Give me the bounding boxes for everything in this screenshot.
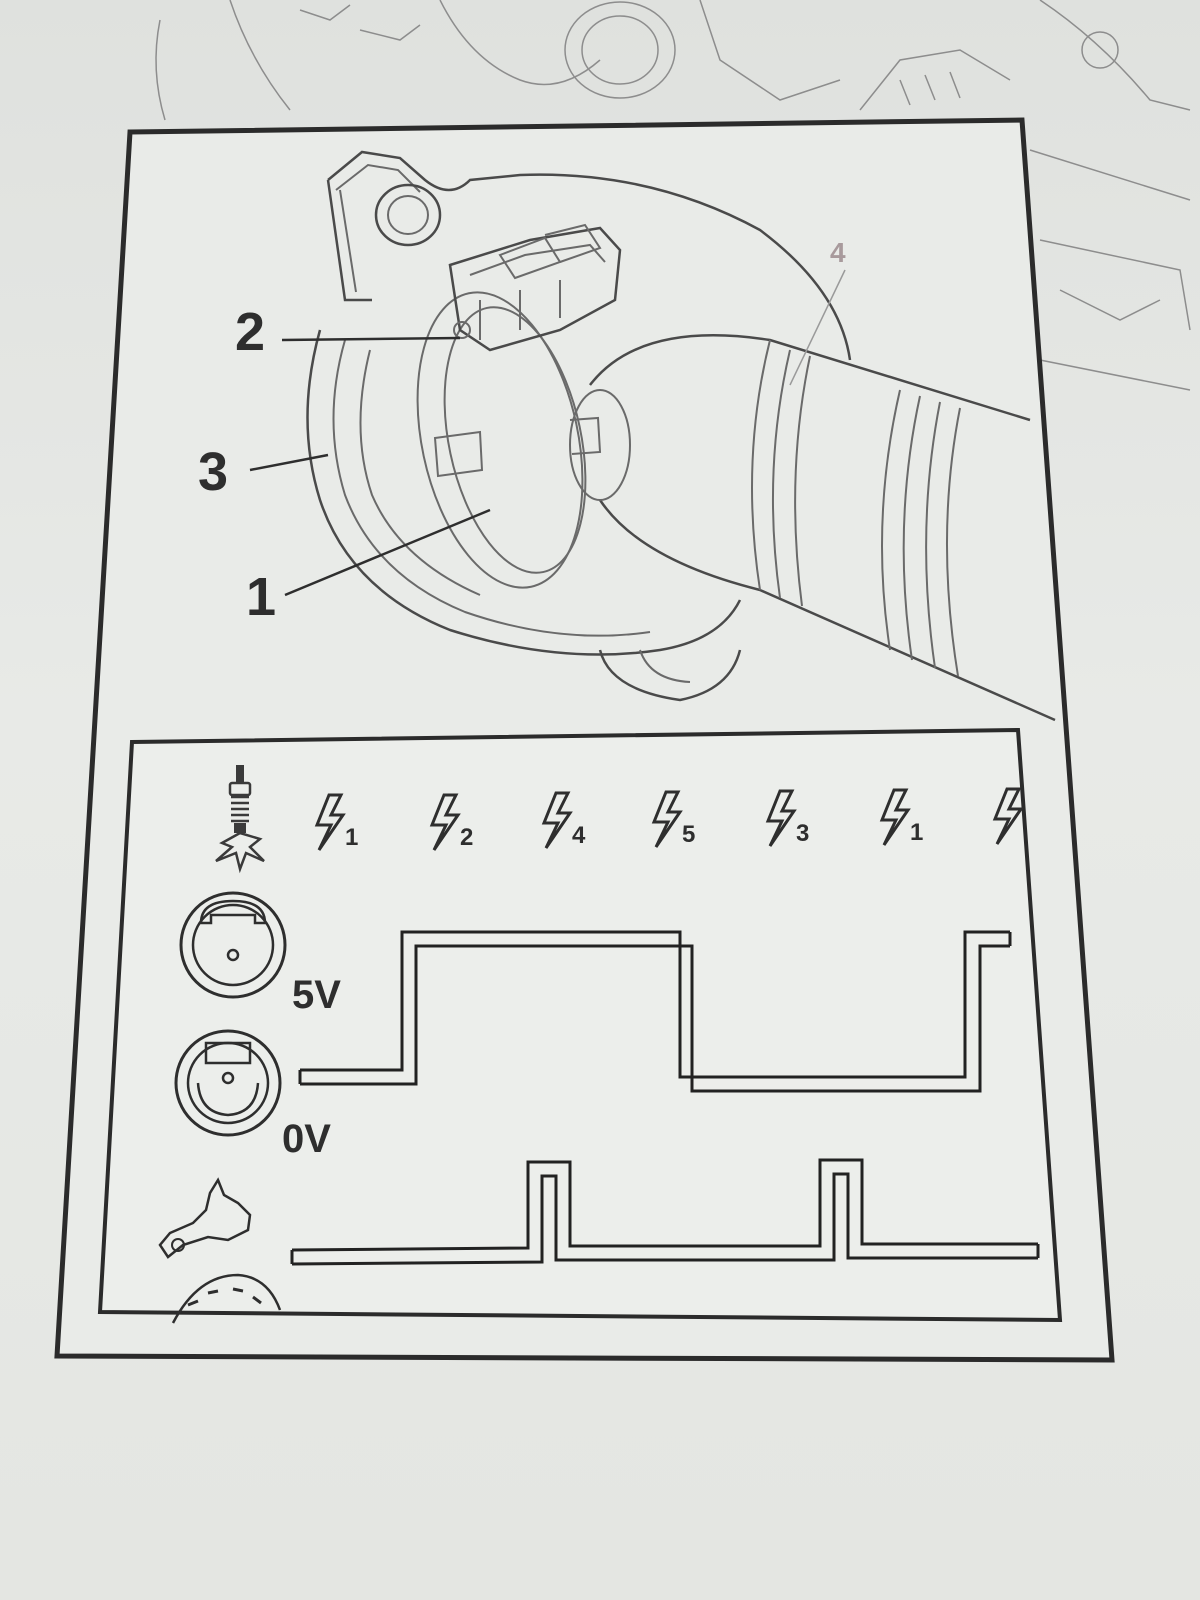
cylinder-number: 1 (345, 824, 358, 851)
voltage-label-low: 0V (282, 1117, 331, 1161)
cylinder-number: 4 (572, 822, 586, 849)
hall-sensor-closed-icon (174, 1029, 282, 1137)
spark-event-5: 3 (765, 789, 809, 847)
spark-event-7 (992, 787, 1024, 845)
callout-2: 2 (235, 302, 265, 362)
callout-4: 4 (830, 237, 846, 268)
hall-signal-inner (300, 944, 1010, 1093)
spark-event-2: 2 (429, 793, 473, 851)
lightning-bolt-icon (651, 790, 683, 848)
crank-signal-waveform (290, 1158, 1040, 1266)
leader-2 (281, 336, 461, 342)
spark-plug-icon (215, 765, 265, 874)
cylinder-number: 2 (460, 824, 473, 851)
lightning-bolt-icon (429, 793, 461, 851)
cylinder-number: 3 (796, 820, 809, 847)
hall-signal-waveform (298, 930, 1012, 1093)
spark-event-1: 1 (314, 793, 358, 851)
cylinder-number: 1 (910, 819, 923, 846)
crank-signal-inner (291, 1172, 1038, 1266)
voltage-label-high: 5V (292, 973, 341, 1017)
crank-signal-outer (291, 1158, 1038, 1252)
leader-4 (789, 269, 846, 386)
lightning-bolt-icon (879, 788, 911, 846)
lightning-bolt-icon (314, 793, 346, 851)
spark-event-3: 4 (541, 791, 586, 849)
distributor-illustration (306, 150, 1056, 722)
lightning-bolt-icon (992, 787, 1024, 845)
hall-signal-outer (300, 930, 1010, 1079)
callout-3: 3 (198, 442, 228, 502)
lightning-bolt-icon (541, 791, 573, 849)
leader-3 (249, 453, 329, 472)
hall-sensor-open-icon (179, 891, 287, 999)
spark-event-4: 5 (651, 790, 695, 848)
cylinder-number: 5 (682, 821, 695, 848)
lightning-bolt-icon (765, 789, 797, 847)
background-sketch (155, 0, 1191, 391)
spark-event-6: 1 (879, 788, 923, 846)
leader-1 (284, 508, 491, 597)
crankshaft-sensor-icon (158, 1177, 282, 1324)
callout-leaders (249, 269, 846, 597)
callout-1: 1 (246, 567, 276, 627)
firing-order-row: 1 2 4 5 3 1 (314, 787, 1024, 851)
